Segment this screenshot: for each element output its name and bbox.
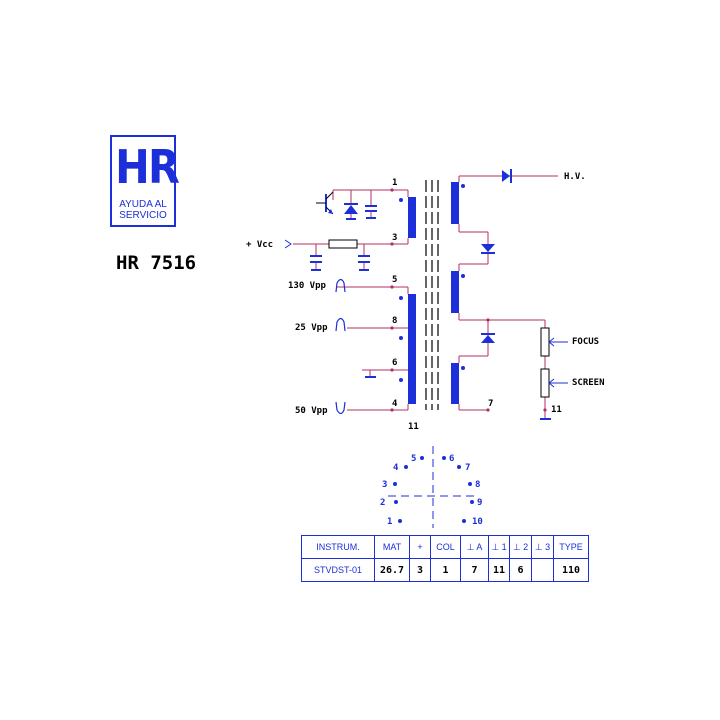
connector-pin-label: 7	[465, 463, 470, 473]
ground-symbols	[365, 376, 551, 420]
cascade-diode-1-icon	[481, 244, 495, 254]
val-col: 1	[430, 558, 461, 582]
col-col: COL	[430, 535, 461, 559]
transistor-icon	[316, 191, 334, 215]
pin-6-label: 6	[392, 358, 397, 368]
pin-11-screen-label: 11	[551, 405, 562, 415]
transformer-core	[425, 180, 439, 410]
windings	[408, 182, 459, 404]
val-ground-1: 11	[488, 558, 510, 582]
specs-value-row: STVDST-01 26.7 3 1 7 11 6 110	[301, 558, 589, 582]
logo-line-1: AYUDA AL	[119, 199, 167, 210]
connector-pin-dot	[470, 500, 474, 504]
pulse-50-icon	[335, 401, 346, 415]
vcc-label: + Vcc	[246, 240, 273, 250]
pulse-130-icon	[335, 278, 346, 293]
connector-pin-label: 10	[472, 517, 483, 527]
val-ground-a: 7	[460, 558, 489, 582]
specs-header-row: INSTRUM. MAT + COL ⊥ A ⊥ 1 ⊥ 2 ⊥ 3 TYPE	[301, 535, 589, 559]
pin-4-label: 4	[392, 399, 398, 409]
pin-11-core-label: 11	[408, 422, 419, 432]
pulse-waveforms	[335, 278, 346, 415]
screen-pot-icon	[540, 368, 550, 398]
vcc-resistor-icon	[328, 239, 358, 249]
val-mat: 26.7	[374, 558, 410, 582]
vcc-filter	[284, 239, 370, 271]
col-ground-2: ⊥ 2	[509, 535, 532, 559]
connector-pin-label: 9	[477, 498, 482, 508]
hv-winding-3	[451, 363, 459, 404]
val-ground-2: 6	[509, 558, 532, 582]
model-number: HR 7516	[116, 252, 197, 274]
connector-pin-label: 2	[380, 498, 385, 508]
connector-pin-label: 1	[387, 517, 392, 527]
connector-pin-label: 4	[393, 463, 399, 473]
col-mat: MAT	[374, 535, 410, 559]
tuning-capacitor-icon	[365, 205, 377, 219]
screen-label: SCREEN	[572, 378, 605, 388]
col-ground-3: ⊥ 3	[531, 535, 554, 559]
vpp-25-label: 25 Vpp	[295, 323, 328, 333]
pin-7-label: 7	[488, 399, 493, 409]
hv-diodes	[481, 169, 512, 343]
cascade-diode-2-icon	[481, 333, 495, 343]
hr-logo: HR AYUDA AL SERVICIO	[110, 135, 180, 227]
hv-winding-2	[451, 271, 459, 313]
damper-diode-icon	[344, 203, 358, 220]
wires	[293, 175, 558, 418]
connector-pin-label: 6	[449, 454, 454, 464]
col-ground-1: ⊥ 1	[488, 535, 510, 559]
connector-pin-dot	[462, 519, 466, 523]
pin-5-label: 5	[392, 275, 397, 285]
val-ground-3	[531, 558, 554, 582]
val-type: 110	[553, 558, 589, 582]
logo-mark: HR	[115, 140, 180, 194]
pin-3-label: 3	[392, 233, 397, 243]
connector-pin-label: 8	[475, 480, 480, 490]
vpp-50-label: 50 Vpp	[295, 406, 328, 416]
signal-labels: + Vcc H.V. FOCUS SCREEN 130 Vpp 25 Vpp 5…	[246, 172, 605, 416]
vpp-130-label: 130 Vpp	[288, 281, 327, 291]
connector-pin-dot	[468, 482, 472, 486]
connector-pin-dot	[394, 500, 398, 504]
polarity-dots	[399, 184, 465, 382]
pulse-25-icon	[335, 317, 346, 332]
connector-pin-dot	[442, 456, 446, 460]
secondary-winding	[408, 294, 416, 404]
connector-pin-dot	[398, 519, 402, 523]
col-type: TYPE	[553, 535, 589, 559]
connector-pin-label: 5	[411, 454, 416, 464]
pin-8-label: 8	[392, 316, 397, 326]
logo-line-2: SERVICIO	[119, 210, 167, 221]
val-plus: 3	[409, 558, 431, 582]
focus-label: FOCUS	[572, 337, 599, 347]
specs-table: INSTRUM. MAT + COL ⊥ A ⊥ 1 ⊥ 2 ⊥ 3 TYPE …	[301, 535, 589, 582]
connector-pin-dot	[404, 465, 408, 469]
connector-pin-label: 3	[382, 480, 387, 490]
connector-pin-dot	[393, 482, 397, 486]
hv-output-diode-icon	[502, 169, 512, 183]
divider-potentiometers	[540, 327, 568, 398]
connector-pin-dot	[457, 465, 461, 469]
pin-1-label: 1	[392, 178, 397, 188]
primary-winding	[408, 197, 416, 238]
col-ground-a: ⊥ A	[460, 535, 489, 559]
junction-dots	[390, 188, 547, 412]
hv-label: H.V.	[564, 172, 586, 182]
col-instrum: INSTRUM.	[301, 535, 375, 559]
focus-pot-icon	[540, 327, 550, 357]
pin-labels: 1 3 5 8 6 4 7 11 11	[392, 178, 562, 432]
val-instrum: STVDST-01	[301, 558, 375, 582]
col-plus: +	[409, 535, 431, 559]
hv-winding-1	[451, 182, 459, 224]
connector-pin-dot	[420, 456, 424, 460]
